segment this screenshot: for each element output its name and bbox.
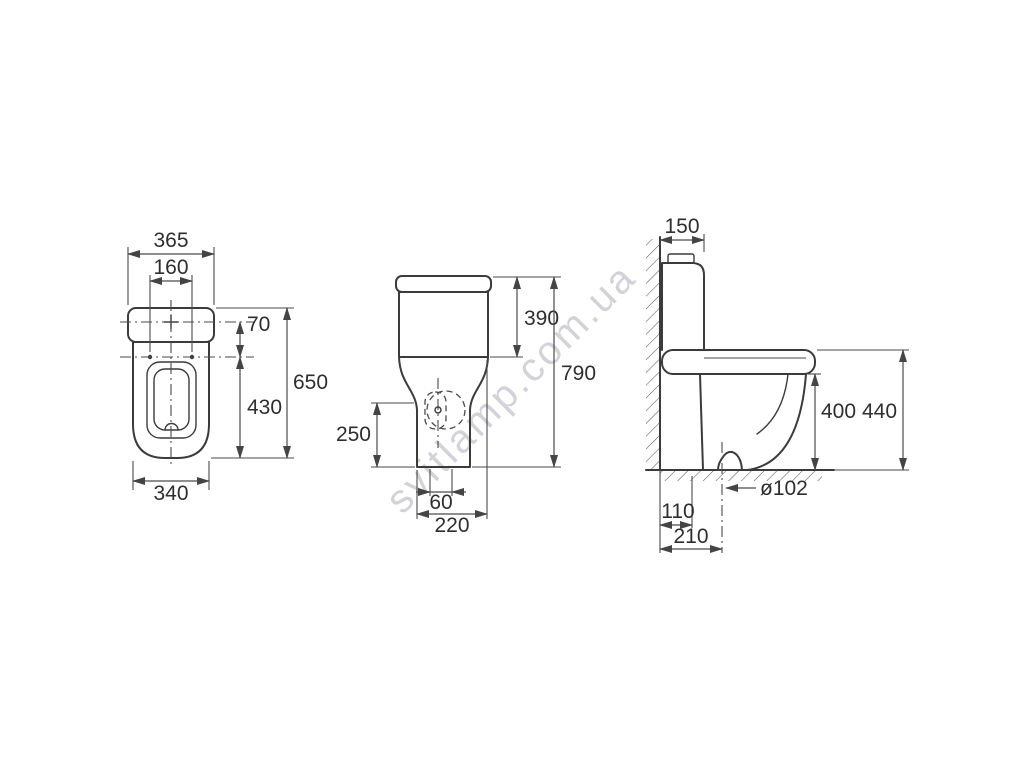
- side-cistern-outline: [661, 262, 705, 351]
- side-view: 150 400 440 ø102 110 210: [645, 215, 909, 553]
- dim-label-250: 250: [336, 423, 371, 446]
- dim-label-150: 150: [664, 215, 699, 238]
- dim-label-drain-diameter: ø102: [760, 477, 808, 500]
- floor-hatching: [660, 471, 822, 481]
- dim-label-365: 365: [153, 229, 188, 252]
- dim-label-220: 220: [434, 514, 469, 537]
- trapway-dashed-channel: [424, 391, 447, 430]
- trapway-dashed-circle: [426, 390, 466, 430]
- ext-lines-650: [211, 307, 294, 459]
- dim-label-340: 340: [153, 482, 188, 505]
- plan-bowl-notch: [164, 422, 179, 431]
- watermark-text: svitlamp.com.ua: [378, 255, 645, 522]
- flush-button-side: [667, 253, 695, 264]
- side-seat-lid-outline: [661, 349, 816, 375]
- dim-label-60: 60: [429, 491, 452, 514]
- top-view: 365 160 70 430 650 340: [120, 229, 328, 505]
- dim-label-400: 400: [821, 400, 856, 423]
- plan-bowl-outline: [132, 341, 210, 459]
- side-bowl-inner-curve: [756, 373, 789, 435]
- front-cistern-lid-outline: [395, 275, 492, 293]
- dim-label-210: 210: [673, 525, 708, 548]
- dim-label-160: 160: [153, 256, 188, 279]
- dim-label-110: 110: [661, 500, 694, 523]
- front-view: 250 390 790 60 220: [336, 275, 596, 537]
- ext-lines-340: [132, 461, 210, 490]
- wall-hatching: [646, 239, 660, 470]
- side-bowl-outline: [699, 373, 807, 471]
- dim-label-70: 70: [247, 313, 270, 336]
- dim-label-790: 790: [561, 362, 596, 385]
- ext-lines-160: [149, 275, 193, 352]
- front-cistern-outline: [398, 291, 489, 358]
- dim-label-650: 650: [293, 371, 328, 394]
- dim-label-440: 440: [862, 400, 897, 423]
- ext-lines-440: [817, 349, 909, 471]
- plan-seat-outline: [146, 361, 197, 439]
- dim-label-430: 430: [247, 396, 282, 419]
- trap-center-mark: [434, 406, 442, 414]
- front-bowl-pedestal-outline: [398, 356, 489, 468]
